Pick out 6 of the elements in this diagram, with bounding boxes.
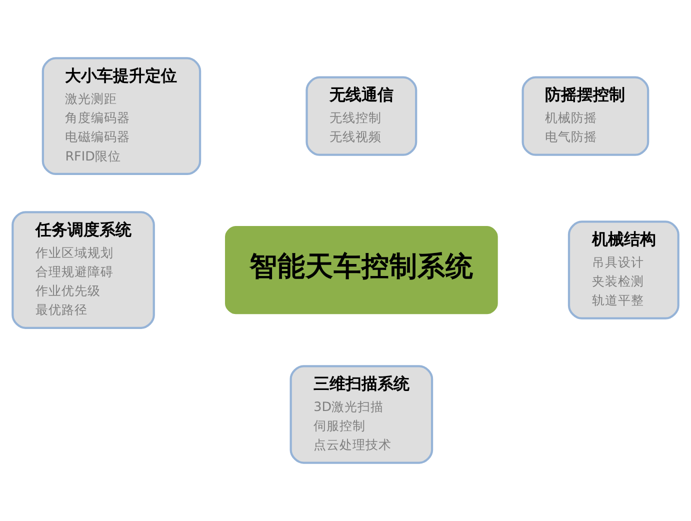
node-box: 任务调度系统 作业区域规划 合理规避障碍 作业优先级 最优路径: [12, 211, 155, 329]
node-box: 防摇摆控制 机械防摇 电气防摇: [522, 76, 650, 156]
node-box: 无线通信 无线控制 无线视频: [306, 76, 418, 156]
node-box: 三维扫描系统 3D激光扫描 伺服控制 点云处理技术: [290, 365, 434, 464]
node-box: 机械结构 吊具设计 夹装检测 轨道平整: [568, 220, 680, 320]
node-box: 大小车提升定位 激光测距 角度编码器 电磁编码器 RFID限位: [42, 57, 202, 176]
